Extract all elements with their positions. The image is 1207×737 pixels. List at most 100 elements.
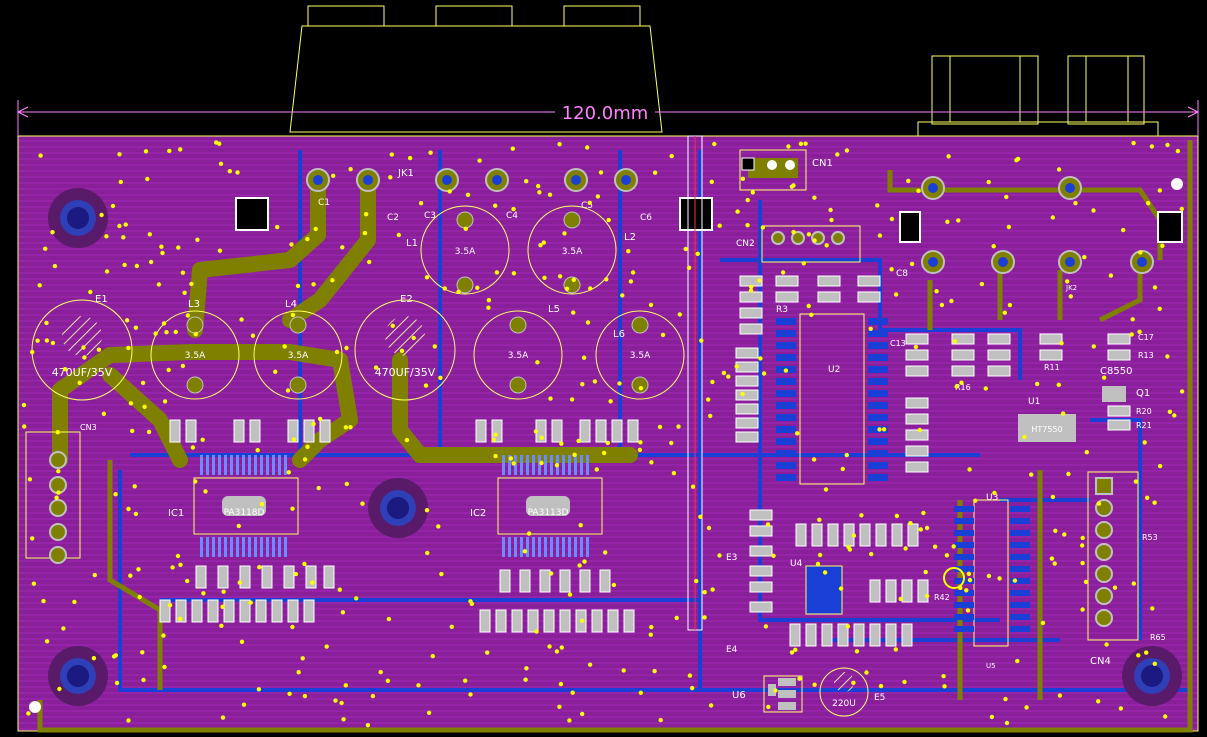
u6-regulator: U6 [732, 675, 803, 713]
via [141, 677, 146, 683]
mounting-hole [48, 188, 108, 248]
u3-ic: U3 U5 R42 [934, 493, 1030, 670]
via [1002, 310, 1007, 315]
via [159, 244, 164, 249]
via [256, 687, 262, 692]
via [317, 416, 323, 422]
via [456, 289, 461, 295]
via [145, 176, 150, 182]
c13-label: C13 [890, 339, 906, 348]
r11-label: R11 [1044, 363, 1060, 372]
via [104, 269, 110, 274]
via [491, 437, 496, 442]
ic2-pins [502, 455, 589, 557]
via [617, 381, 622, 386]
fiducial-marker [1171, 178, 1183, 190]
via [302, 693, 308, 699]
via [761, 371, 767, 376]
via [986, 179, 991, 185]
via [572, 452, 577, 457]
via [364, 212, 369, 217]
via [846, 544, 851, 550]
via [864, 670, 869, 675]
via [1150, 606, 1155, 611]
via [844, 148, 850, 153]
via [341, 717, 346, 722]
via [745, 223, 750, 228]
via [983, 386, 988, 391]
via [289, 242, 294, 247]
via [50, 340, 56, 346]
via [285, 388, 291, 393]
via [669, 153, 674, 159]
mounting-hole [368, 478, 428, 538]
via [52, 263, 58, 269]
via [180, 363, 186, 369]
via [237, 580, 242, 585]
e2-label: E2 [400, 294, 413, 305]
via [567, 718, 572, 723]
via [918, 527, 923, 532]
via [906, 178, 911, 184]
via [649, 624, 654, 630]
via [136, 567, 141, 572]
via [898, 596, 903, 602]
via [156, 282, 162, 287]
ic1-part: PA3118D [224, 508, 265, 518]
via [305, 236, 310, 242]
via [997, 576, 1002, 581]
via [793, 647, 798, 652]
c8-label: C8 [896, 269, 908, 279]
via [628, 279, 634, 284]
via [709, 179, 714, 184]
via [942, 684, 947, 689]
via [648, 302, 654, 308]
via [652, 668, 657, 674]
via [1057, 693, 1063, 698]
jk1-pads: JK1 [235, 168, 713, 231]
via [913, 344, 919, 350]
via [1014, 158, 1019, 163]
via [44, 320, 49, 326]
via [1144, 650, 1149, 655]
via [952, 339, 958, 344]
via [959, 380, 964, 385]
via [291, 437, 297, 442]
via [581, 355, 587, 360]
via [557, 704, 562, 709]
via [124, 318, 130, 323]
via [524, 666, 529, 671]
via [815, 561, 821, 567]
via [1157, 306, 1162, 311]
via [973, 498, 978, 503]
via [690, 484, 696, 489]
via [637, 447, 643, 453]
u4-label: U4 [790, 559, 803, 569]
via [893, 647, 898, 652]
via [717, 223, 722, 228]
via [979, 281, 985, 287]
via [1129, 332, 1134, 337]
via [293, 571, 299, 577]
via [797, 676, 802, 681]
via [652, 170, 658, 175]
via [118, 179, 124, 185]
via [255, 448, 260, 453]
via [539, 460, 544, 466]
via [945, 219, 950, 224]
inductor-l6: L6 3.5A [595, 310, 685, 400]
via [1050, 215, 1056, 220]
via [893, 292, 899, 297]
via [538, 243, 543, 248]
via [603, 550, 608, 555]
via [1056, 382, 1062, 387]
via [894, 513, 900, 519]
via [385, 678, 391, 683]
via [549, 571, 554, 576]
via [712, 141, 717, 147]
via [432, 344, 437, 349]
via [259, 502, 265, 507]
via [55, 430, 60, 435]
via [182, 290, 187, 295]
via [721, 370, 727, 376]
